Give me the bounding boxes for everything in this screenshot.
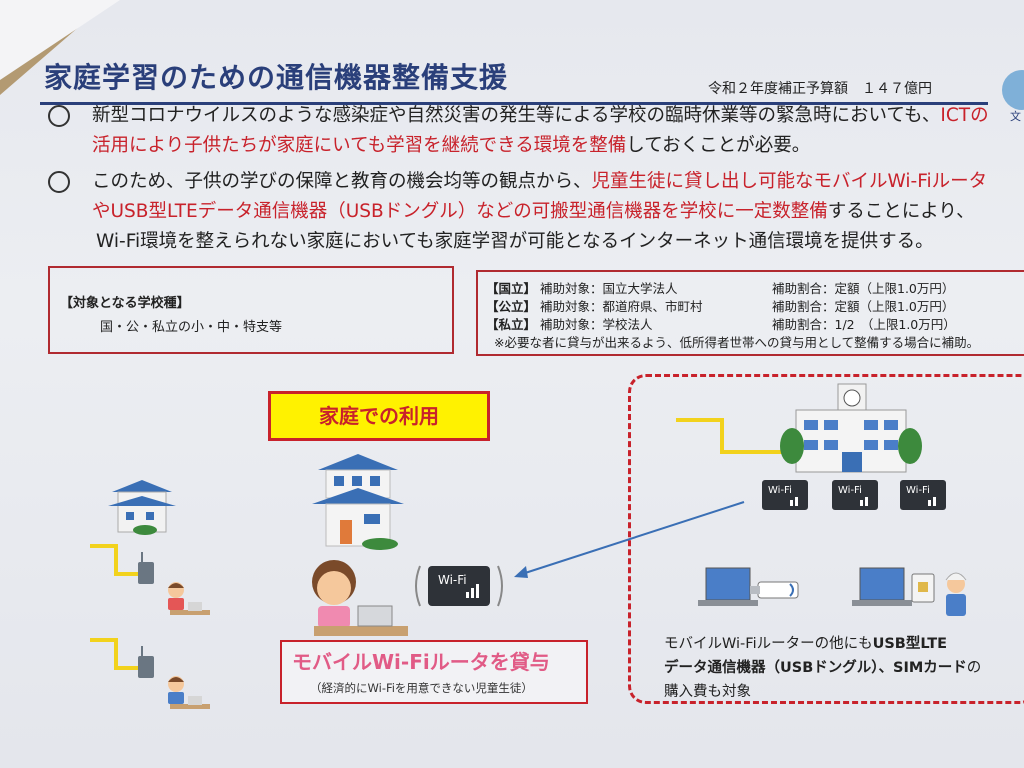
target-schools-body: 国・公・私立の小・中・特支等 <box>100 320 283 335</box>
rental-label-main: モバイルWi-Fiルータを貸与 <box>292 650 550 674</box>
small-house-icon <box>108 480 176 535</box>
document-title: 家庭学習のための通信機器整備支援 <box>44 61 509 94</box>
wifi-router-icon: Wi-Fi <box>762 480 808 510</box>
home-use-label: 家庭での利用 <box>268 391 490 441</box>
wifi-router-icon: Wi-Fi <box>415 565 503 607</box>
ministry-logo-text: 文 <box>1010 110 1021 123</box>
router-icon <box>138 552 154 584</box>
bullet-2-line-2: やUSB型LTEデータ通信機器（USBドングル）などの可搬型通信機器を学校に一定… <box>92 201 975 222</box>
subsidy-note: ※必要な者に貸与が出来るよう、低所得者世帯への貸与用として整備する場合に補助。 <box>494 335 980 350</box>
budget-amount: 令和２年度補正予算額 １４７億円 <box>708 81 932 97</box>
bullet-2-line-1: このため、子供の学びの保障と教育の機会均等の観点から、児童生徒に貸し出し可能なモ… <box>48 168 987 196</box>
svg-text:Wi-Fi: Wi-Fi <box>768 485 792 496</box>
school-building-icon <box>780 383 922 473</box>
subsidy-row-private: 【私立】 補助対象：学校法人 <box>486 317 653 332</box>
devices-text-line-1: モバイルWi-Fiルーターの他にもUSB型LTE <box>664 636 947 652</box>
rental-label-box <box>280 640 588 704</box>
bullet-1-line-2: 活用により子供たちが家庭にいても学習を継続できる環境を整備しておくことが必要。 <box>92 135 811 156</box>
svg-text:Wi-Fi: Wi-Fi <box>838 485 862 496</box>
laptop-sim-card-icon <box>852 567 967 616</box>
wifi-router-icon: Wi-Fi <box>832 480 878 510</box>
title-rule <box>40 102 988 105</box>
bullet-circle-icon <box>48 105 70 127</box>
bullet-2-line-3: Wi-Fi環境を整えられない家庭においても家庭学習が可能となるインターネット通信… <box>96 231 934 252</box>
devices-text-line-3: 購入費も対象 <box>664 684 751 700</box>
child-studying-icon <box>168 582 210 615</box>
subsidy-row-public: 【公立】 補助対象：都道府県、市町村 <box>486 299 703 314</box>
subsidy-box <box>476 270 1024 356</box>
house-icon <box>312 454 404 550</box>
bullet-1-line-1: 新型コロナウイルスのような感染症や自然災害の発生等による学校の臨時休業等の緊急時… <box>48 102 989 130</box>
target-schools-title: 【対象となる学校種】 <box>60 296 190 311</box>
arrow-head-icon <box>514 566 528 578</box>
bullet-circle-icon <box>48 171 70 193</box>
cable-line <box>90 638 140 670</box>
child-studying-icon <box>168 676 210 709</box>
subsidy-rate-private: 補助割合：1/2 （上限1.0万円） <box>772 317 956 332</box>
subsidy-rate-national: 補助割合：定額（上限1.0万円） <box>772 281 955 296</box>
router-icon <box>138 646 154 678</box>
wifi-router-icon: Wi-Fi <box>900 480 946 510</box>
lending-arrow <box>521 501 745 575</box>
cable-line <box>90 544 140 576</box>
wifi-label: Wi-Fi <box>438 573 467 587</box>
subsidy-row-national: 【国立】 補助対象：国立大学法人 <box>486 281 678 296</box>
girl-with-laptop-illustration <box>312 560 408 636</box>
svg-text:Wi-Fi: Wi-Fi <box>906 485 930 496</box>
devices-text-line-2: データ通信機器（USBドングル）、SIMカードの <box>664 660 982 676</box>
cable-line <box>676 418 782 454</box>
ministry-logo <box>1002 70 1024 110</box>
subsidy-rate-public: 補助割合：定額（上限1.0万円） <box>772 299 955 314</box>
laptop-usb-dongle-icon <box>698 567 799 606</box>
target-schools-box <box>48 266 454 354</box>
rental-label-sub: （経済的にWi-Fiを用意できない児童生徒） <box>310 681 533 695</box>
